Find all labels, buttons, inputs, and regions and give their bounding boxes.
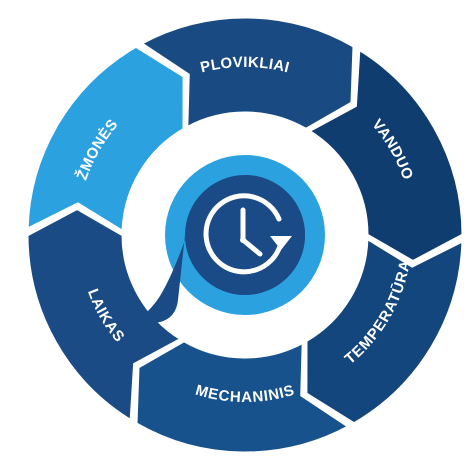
center-badge bbox=[128, 155, 325, 328]
clock-refresh-icon bbox=[203, 193, 292, 275]
segment-label-plovikliai: PLOVIKLIAI bbox=[199, 54, 292, 77]
segment-plovikliai bbox=[138, 15, 356, 132]
segment-temperatura bbox=[304, 235, 464, 426]
cycle-segments bbox=[25, 15, 464, 455]
segment-zmones bbox=[25, 44, 186, 235]
segment-vanduo bbox=[305, 46, 464, 264]
segment-mechaninis bbox=[134, 338, 352, 455]
